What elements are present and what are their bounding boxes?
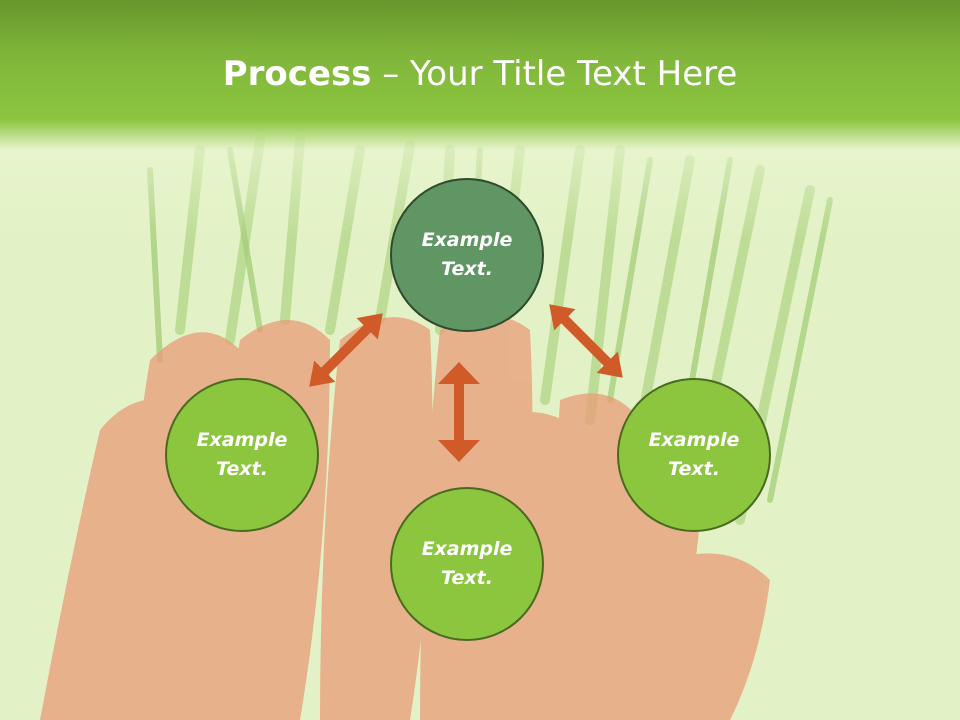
slide-title-bold: Process (222, 54, 372, 94)
arrow-right-diagonal (549, 304, 623, 378)
slide-title-rest: – Your Title Text Here (371, 54, 738, 94)
center-top-node: Example Text. (390, 178, 544, 332)
title-bar (0, 0, 960, 150)
slide-title: Process – Your Title Text Here (0, 52, 960, 96)
arrow-vertical (438, 362, 480, 462)
right-node: Example Text. (617, 378, 771, 532)
left-node: Example Text. (165, 378, 319, 532)
arrow-left-diagonal (309, 313, 383, 387)
bottom-node: Example Text. (390, 487, 544, 641)
